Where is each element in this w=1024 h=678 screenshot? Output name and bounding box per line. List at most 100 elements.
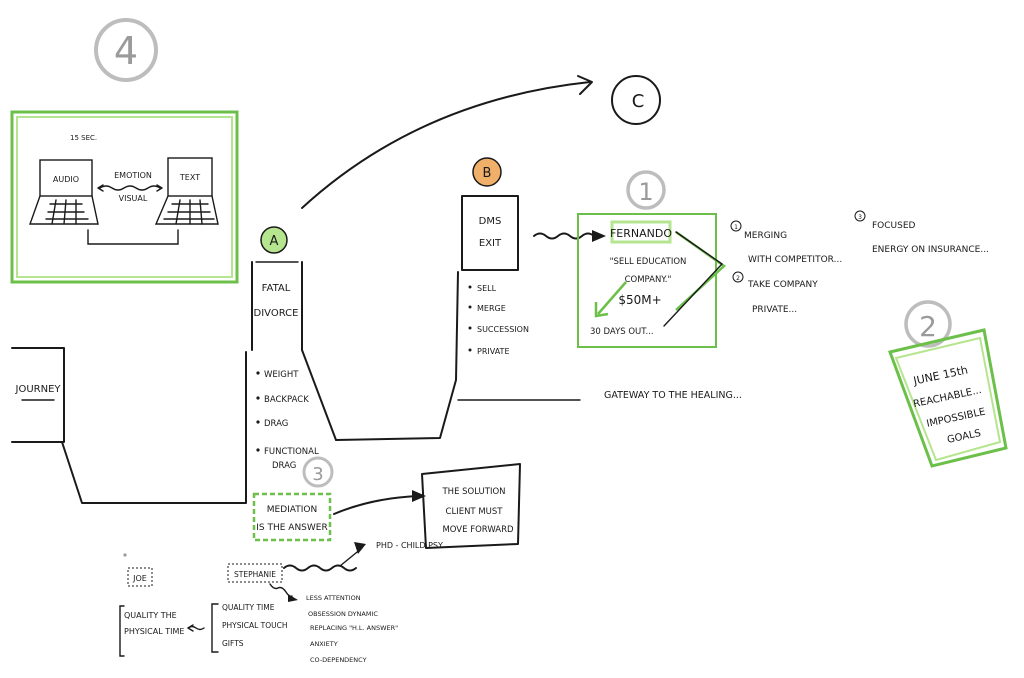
box-2-line: REACHABLE...: [912, 385, 982, 410]
node-a-right-slope: [301, 349, 337, 441]
squiggle-heads: [97, 184, 163, 192]
mediation-line1: MEDIATION: [267, 505, 317, 515]
box-1-line: 30 DAYS OUT...: [590, 327, 654, 337]
arrow-to-solution-head: [412, 490, 426, 502]
box-1-line: "SELL EDUCATION: [610, 257, 687, 267]
arc-to-c: [301, 81, 591, 209]
fernando-highlight: [610, 220, 672, 244]
panel-4-inner: [16, 116, 233, 278]
node-a-bullet: DRAG: [264, 419, 288, 429]
stephanie-label: STEPHANIE: [234, 570, 276, 579]
squiggle-arrow: [99, 185, 161, 191]
quality-bracket: [211, 603, 219, 653]
panel-4-left: AUDIO: [53, 175, 79, 184]
box-2-frame: [888, 328, 1008, 468]
right-monitor: [167, 157, 213, 197]
node-a-bullet: WEIGHT: [264, 370, 299, 380]
quality-line1: QUALITY TIME: [222, 603, 275, 612]
node-a-title2: DIVORCE: [254, 308, 299, 319]
option-3-line: ENERGY ON INSURANCE...: [872, 245, 989, 255]
squiggle-b-to-1-head: [592, 230, 606, 242]
number-4: 4: [114, 29, 138, 73]
number-1: 1: [638, 178, 653, 206]
box-2-text: JUNE 15th REACHABLE... IMPOSSIBLE GOALS: [911, 363, 987, 446]
stephanie-arrow-head: [288, 594, 298, 602]
option-1-num: 1: [734, 224, 738, 231]
node-b-circle: [472, 157, 502, 187]
quality-head-bracket: [119, 605, 125, 657]
solution-line: CLIENT MUST: [446, 507, 504, 517]
node-a-bullet: FUNCTIONAL: [264, 447, 319, 457]
option-3-line: FOCUSED: [872, 221, 916, 231]
box-1-frame: [577, 213, 717, 348]
number-2: 2: [919, 310, 937, 343]
right-keyboard: [154, 195, 219, 225]
option-1-line: WITH COMPETITOR...: [748, 255, 842, 265]
quality-head2: PHYSICAL TIME: [124, 627, 184, 636]
option-1-circle: [730, 220, 742, 232]
journey-box: [11, 347, 65, 443]
quality-line2: PHYSICAL TOUCH: [222, 621, 288, 630]
stray-dot: [123, 553, 127, 557]
node-b-bullet: PRIVATE: [477, 347, 510, 356]
node-b-bullets: SELL MERGE SUCCESSION PRIVATE: [468, 284, 529, 356]
box-2-line: GOALS: [946, 428, 982, 446]
quality-line3: GIFTS: [222, 639, 244, 648]
node-a-letter: A: [270, 234, 279, 249]
node-a-bullets: WEIGHT BACKPACK DRAG FUNCTIONAL DRAG: [256, 370, 319, 471]
node-a-title1: FATAL: [262, 283, 291, 294]
mediation-line2: IS THE ANSWER: [256, 523, 327, 533]
right-keyboard-grid: [163, 199, 215, 225]
left-keyboard-grid: [45, 199, 89, 225]
number-1-circle: [626, 170, 666, 210]
node-b-bullet: MERGE: [477, 304, 506, 313]
solution-box: [421, 463, 521, 549]
box-2-inner: [894, 336, 1002, 462]
path-a-to-b: [335, 271, 459, 441]
box-2-line: IMPOSSIBLE: [926, 407, 987, 430]
fernando-name: FERNANDO: [610, 227, 672, 240]
green-arrow-down-head: [594, 302, 609, 318]
node-a-circle: [260, 226, 288, 254]
gateway-label: GATEWAY TO THE HEALING...: [604, 390, 742, 401]
stephanie-list: LESS ATTENTION OBSESSION DYNAMIC REPLACI…: [306, 594, 398, 664]
node-b-bullet: SUCCESSION: [477, 325, 529, 334]
option-1-line: MERGING: [744, 231, 787, 241]
node-a-box: [251, 261, 303, 351]
number-3: 3: [312, 464, 323, 485]
journey-label: JOURNEY: [15, 384, 62, 395]
stephanie-item: CO-DEPENDENCY: [310, 656, 367, 664]
phd-arrow-line: [339, 547, 363, 567]
box-2-line: JUNE 15th: [911, 363, 969, 387]
joe-label: JOE: [132, 574, 147, 583]
box-1-line: COMPANY.": [625, 275, 672, 285]
panel-4-middle-sub: VISUAL: [119, 194, 148, 203]
node-b-bullet: SELL: [477, 284, 497, 293]
quality-head1: QUALITY THE: [124, 611, 177, 620]
stephanie-item: ANXIETY: [310, 640, 338, 648]
option-3-num: 3: [858, 214, 862, 221]
node-b-letter: B: [483, 166, 492, 181]
arc-to-c-head: [577, 75, 593, 95]
panel-4-note: 15 SEC.: [70, 134, 97, 142]
green-arrow-down: [597, 281, 627, 315]
node-c-letter: C: [632, 91, 645, 112]
node-a-bullet: BACKPACK: [264, 395, 309, 405]
option-2-num: 2: [736, 275, 740, 282]
node-b-title2: EXIT: [479, 238, 502, 249]
path-journey-to-a: [61, 351, 247, 504]
option-2-line: PRIVATE...: [752, 305, 797, 315]
box-1-line: $50M+: [618, 293, 661, 307]
squiggle-to-phd: [283, 564, 357, 572]
stephanie-item: OBSESSION DYNAMIC: [308, 610, 378, 618]
left-monitor: [39, 159, 93, 197]
solution-line: THE SOLUTION: [441, 487, 505, 497]
squiggle-b-to-1: [533, 232, 595, 240]
panel-4-middle: EMOTION: [114, 171, 152, 180]
solution-line: MOVE FORWARD: [442, 525, 514, 535]
joe-frame: [127, 567, 153, 587]
panel-4-bracket: [87, 229, 179, 245]
arrow-to-solution: [333, 495, 419, 515]
number-2-circle: [904, 300, 952, 348]
